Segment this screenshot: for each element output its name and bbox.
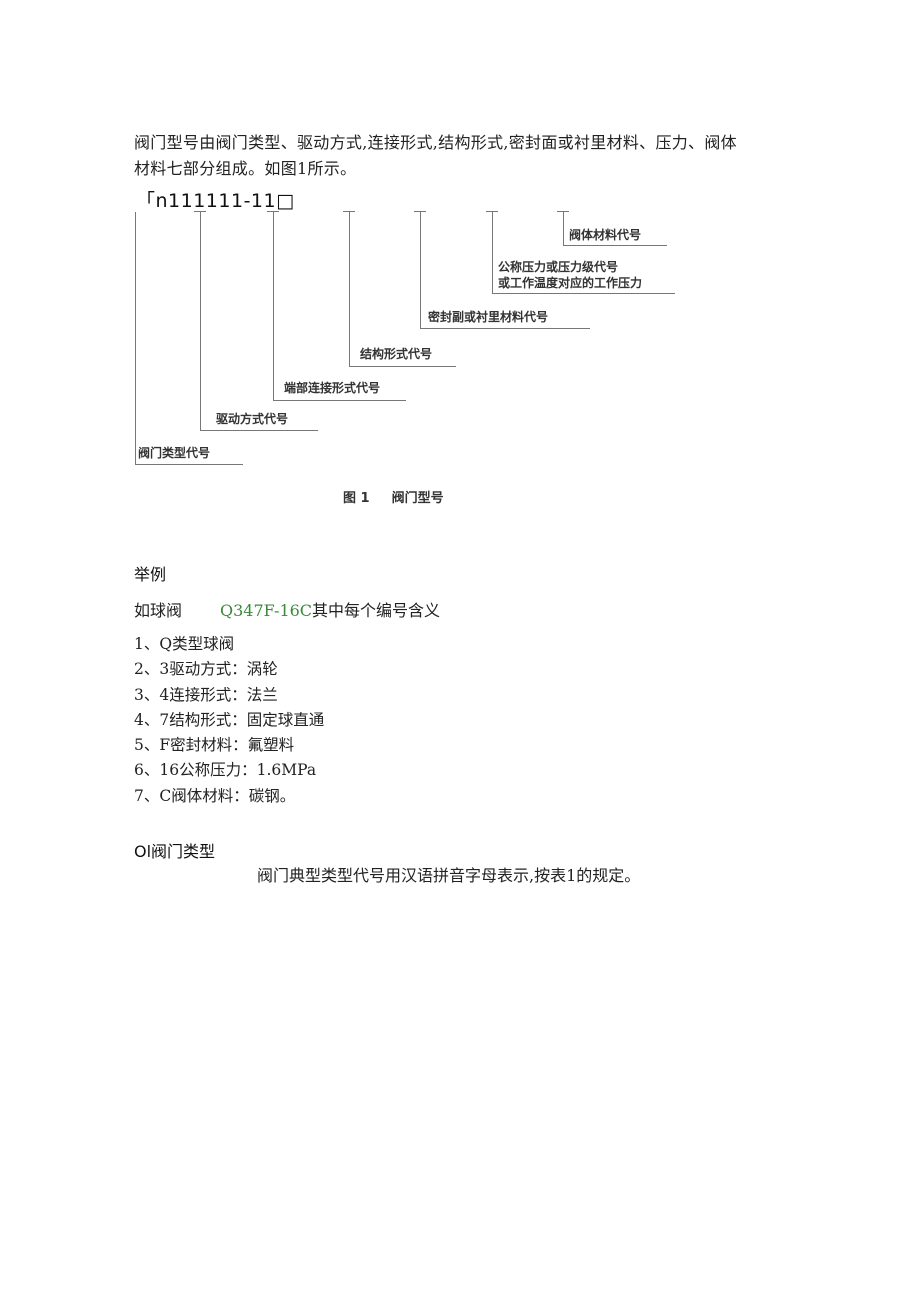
intro-paragraph: 阀门型号由阀门类型、驱动方式,连接形式,结构形式,密封面或衬里材料、压力、阀体 … <box>134 130 794 182</box>
label-valve-type: 阀门类型代号 <box>138 446 211 460</box>
example-code: Q347F-16C <box>220 601 313 620</box>
label-end-connection: 端部连接形式代号 <box>284 381 381 395</box>
figure-caption: 图 1 阀门型号 <box>343 487 466 506</box>
label-seal-material: 密封副或衬里材料代号 <box>428 310 549 324</box>
stem-drive <box>200 211 201 430</box>
intro-line-2: 材料七部分组成。如图1所示。 <box>134 159 357 178</box>
stem-seal <box>420 211 421 328</box>
section-paragraph: 阀门典型类型代号用汉语拼音字母表示,按表1的规定。 <box>257 866 641 885</box>
example-line: 如球阀 Q347F-16C其中每个编号含义 <box>134 597 440 621</box>
stem-end-connection <box>273 211 274 400</box>
example-heading: 举例 <box>134 565 167 584</box>
valve-model-diagram: 「n111111-11□ 阀体材料代号 公称压力或压力级代号 或工作温度对应的工… <box>0 0 920 520</box>
label-structure: 结构形式代号 <box>360 347 433 361</box>
underline-structure <box>349 366 456 367</box>
label-body-material: 阀体材料代号 <box>569 228 642 242</box>
list-item: 7、C阀体材料：碳钢。 <box>134 786 296 805</box>
underline-seal <box>420 328 590 329</box>
list-item: 2、3驱动方式：涡轮 <box>134 660 278 679</box>
underline-pressure <box>492 293 675 294</box>
stem-pressure <box>492 211 493 293</box>
figure-title: 阀门型号 <box>391 491 444 506</box>
figure-number: 图 1 <box>343 491 370 506</box>
label-pressure-1: 公称压力或压力级代号 <box>498 260 619 274</box>
stem-body-material <box>563 211 564 245</box>
underline-valve-type <box>135 464 243 465</box>
label-pressure-2: 或工作温度对应的工作压力 <box>498 276 643 290</box>
underline-body-material <box>563 245 667 246</box>
example-tail: 其中每个编号含义 <box>312 601 441 620</box>
stem-valve-type <box>135 212 136 464</box>
list-item: 5、F密封材料：氟塑料 <box>134 736 295 755</box>
list-item: 3、4连接形式：法兰 <box>134 685 278 704</box>
code-pattern: 「n111111-11□ <box>136 190 295 212</box>
label-drive: 驱动方式代号 <box>216 412 289 426</box>
stem-structure <box>349 211 350 366</box>
section-heading: Ol阀门类型 <box>134 842 216 861</box>
example-meaning-list: 1、Q类型球阀 2、3驱动方式：涡轮 3、4连接形式：法兰 4、7结构形式：固定… <box>134 632 324 809</box>
underline-drive <box>200 430 318 431</box>
intro-line-1: 阀门型号由阀门类型、驱动方式,连接形式,结构形式,密封面或衬里材料、压力、阀体 <box>134 133 737 152</box>
example-lead: 如球阀 <box>134 601 183 620</box>
list-item: 6、16公称压力：1.6MPa <box>134 761 317 780</box>
list-item: 4、7结构形式：固定球直通 <box>134 710 325 729</box>
underline-end-connection <box>273 400 406 401</box>
list-item: 1、Q类型球阀 <box>134 635 235 653</box>
